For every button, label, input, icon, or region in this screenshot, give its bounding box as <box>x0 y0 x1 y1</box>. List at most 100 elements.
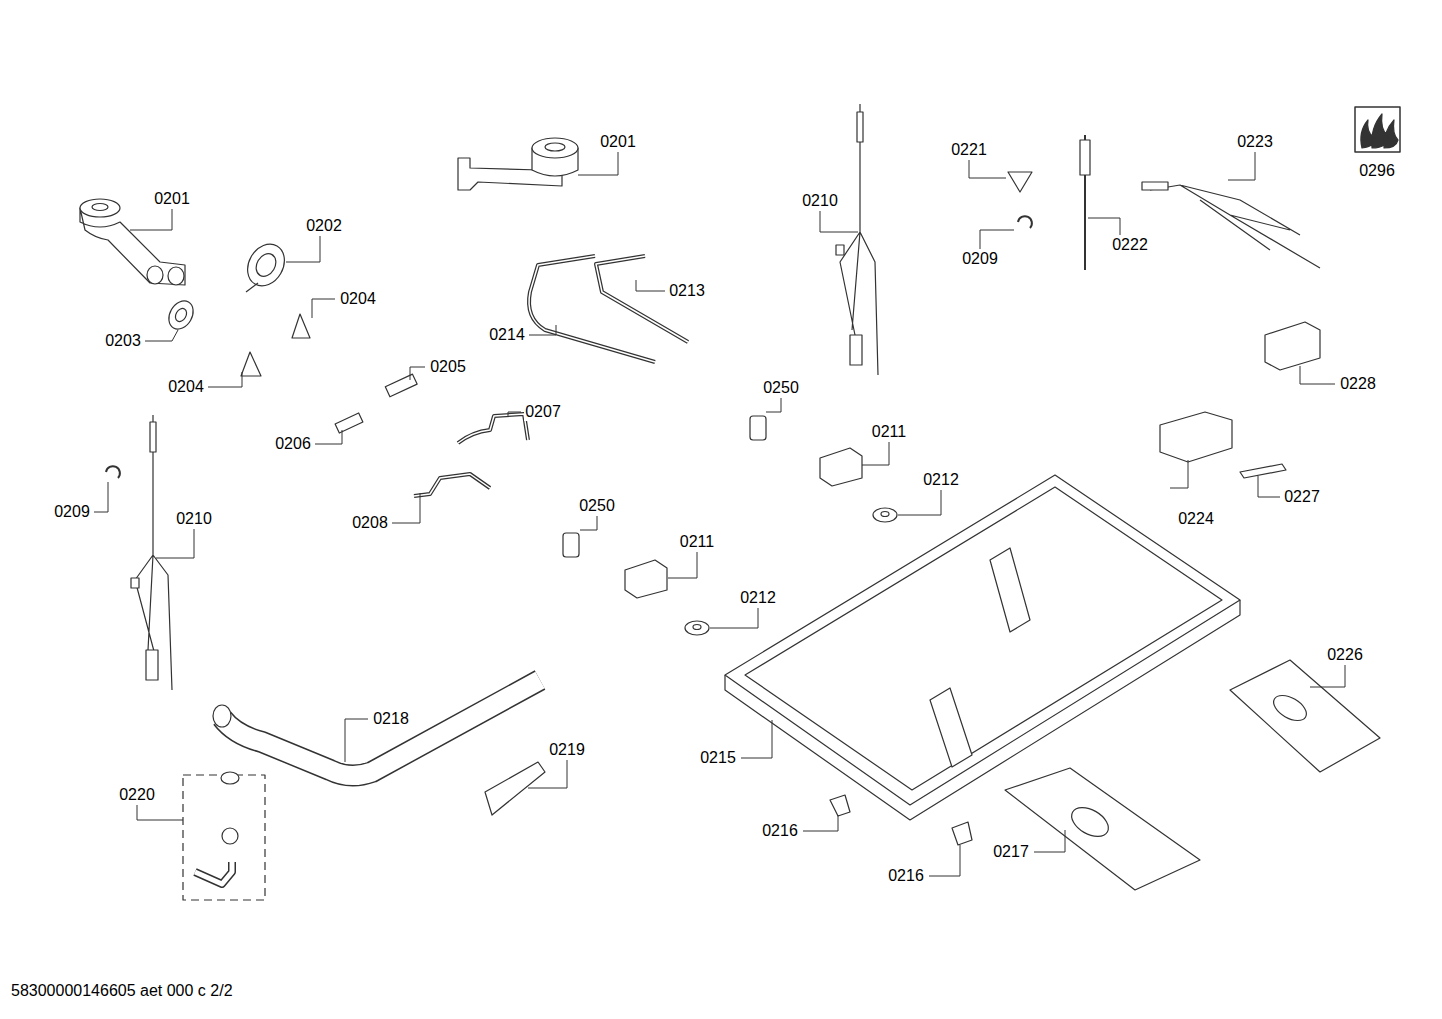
gas-manifold-inner <box>222 680 540 776</box>
burner-body <box>80 208 185 285</box>
knob-seal-hole <box>881 512 889 517</box>
manifold-end <box>213 705 231 727</box>
gas-pipe-inner <box>414 474 490 496</box>
callout-number: 0228 <box>1339 375 1377 393</box>
leader-line <box>929 845 960 876</box>
gas-icon-frame <box>1355 107 1400 152</box>
valve-stem <box>563 533 579 557</box>
leader-line <box>410 367 425 380</box>
leader-line <box>528 760 567 788</box>
tray-opening <box>930 688 972 767</box>
callout-number: 0219 <box>548 741 586 759</box>
gas-tube <box>529 256 655 362</box>
electrode-body <box>1080 140 1090 175</box>
gas-tube-inner <box>529 256 655 362</box>
callout-number: 0227 <box>1283 488 1321 506</box>
clip <box>106 466 120 478</box>
leader-line <box>156 529 194 558</box>
leader-line <box>636 280 665 291</box>
leader-lines <box>94 152 1345 876</box>
callout-number: 0226 <box>1326 646 1364 664</box>
callout-number: 0201 <box>599 133 637 151</box>
plate-hole <box>1067 802 1114 843</box>
thermocouple-tip <box>857 112 863 142</box>
callout-number: 0204 <box>167 378 205 396</box>
callout-number: 0211 <box>679 533 715 551</box>
leader-line <box>137 805 183 820</box>
callout-number: 0210 <box>175 510 213 528</box>
callout-number: 0250 <box>762 379 800 397</box>
burner-port <box>545 143 565 151</box>
gas-pipe-inner <box>458 414 528 443</box>
callout-number: 0205 <box>429 358 467 376</box>
callout-number: 0215 <box>699 749 737 767</box>
leader-line <box>529 325 556 335</box>
leader-line <box>580 516 597 530</box>
callout-number: 0218 <box>372 710 410 728</box>
leader-line <box>1300 366 1335 384</box>
burner-port <box>92 204 108 211</box>
mounting-plate <box>1005 768 1200 890</box>
knob-seal-hole <box>693 625 701 630</box>
leader-line <box>508 412 521 416</box>
leader-line <box>578 152 618 175</box>
leader-line <box>1088 218 1120 235</box>
base-tray-rim <box>725 600 1240 820</box>
burner-inlet <box>168 267 184 285</box>
spring-cone <box>1008 172 1032 192</box>
thermocouple-wire <box>135 415 172 690</box>
connector <box>850 335 862 365</box>
leader-line <box>1310 665 1345 687</box>
injector <box>385 374 417 397</box>
washer <box>221 772 239 784</box>
document-number: 58300000146605 aet 000 c 2/2 <box>10 982 234 1000</box>
connector <box>131 578 139 588</box>
spring-cone <box>292 314 310 338</box>
clip <box>952 822 972 845</box>
callout-number: 0212 <box>922 471 960 489</box>
leader-line <box>1170 460 1188 488</box>
gas-valve <box>820 448 862 486</box>
clip <box>1018 216 1032 228</box>
leader-line <box>130 209 172 230</box>
callout-number: 0201 <box>153 190 191 208</box>
burner-cup-top <box>80 199 120 217</box>
base-tray <box>725 475 1240 805</box>
plate-hole <box>1269 690 1310 725</box>
callout-number: 0204 <box>339 290 377 308</box>
leader-line <box>862 442 889 465</box>
thermocouple-wire <box>840 104 878 375</box>
leader-line <box>980 230 1014 249</box>
clip <box>830 795 850 816</box>
gas-pipe <box>414 474 490 496</box>
callout-number: 0207 <box>524 403 562 421</box>
gas-icon-flames <box>1361 114 1398 148</box>
leader-line <box>145 330 178 341</box>
connector <box>1142 182 1168 190</box>
leader-line <box>315 430 342 444</box>
callout-number: 0216 <box>887 867 925 885</box>
callout-number: 0211 <box>871 423 907 441</box>
callout-number: 0220 <box>118 786 156 804</box>
injector <box>335 413 363 433</box>
air-disc <box>240 237 291 292</box>
callout-number: 0209 <box>961 250 999 268</box>
callout-number: 0250 <box>578 497 616 515</box>
callout-number: 0210 <box>801 192 839 210</box>
leader-line <box>766 398 781 412</box>
leader-line <box>803 815 838 831</box>
callout-number: 0296 <box>1358 162 1396 180</box>
leader-line <box>820 211 858 232</box>
leader-line <box>1228 152 1255 180</box>
callout-number: 0209 <box>53 503 91 521</box>
nut <box>222 828 238 844</box>
callout-number: 0216 <box>761 822 799 840</box>
air-disc <box>164 297 198 334</box>
kit-frame <box>183 775 265 900</box>
tray-opening <box>990 548 1030 632</box>
leader-line <box>710 608 758 628</box>
air-disc-tab <box>246 283 258 292</box>
ignition-module <box>1265 322 1320 370</box>
strip <box>1240 464 1286 478</box>
